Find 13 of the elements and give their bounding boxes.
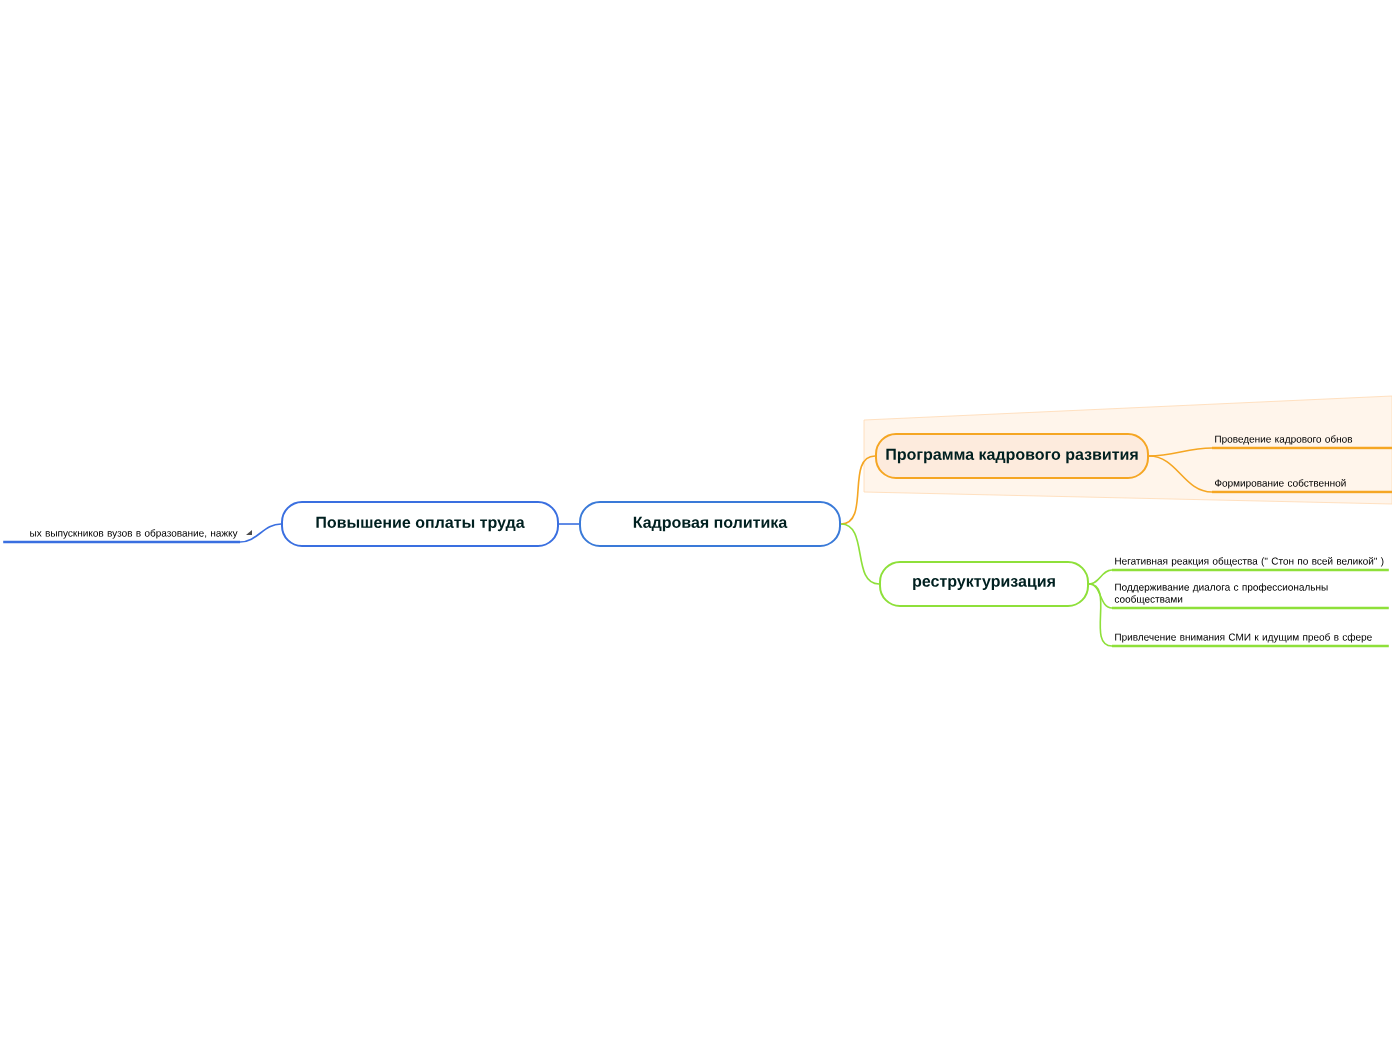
topic-box: реструктуризация <box>879 561 1089 607</box>
connector <box>1088 583 1113 647</box>
connector <box>239 523 282 543</box>
topic-box: Программа кадрового развития <box>875 433 1149 479</box>
connector <box>558 523 580 525</box>
topic-box: Кадровая политика <box>579 501 841 547</box>
topic-box: Повышение оплаты труда <box>281 501 559 547</box>
connector <box>840 455 876 525</box>
connector <box>840 523 880 585</box>
connector <box>1148 447 1213 457</box>
connector <box>1088 583 1113 609</box>
connector <box>1088 569 1113 585</box>
connector <box>1148 455 1213 493</box>
